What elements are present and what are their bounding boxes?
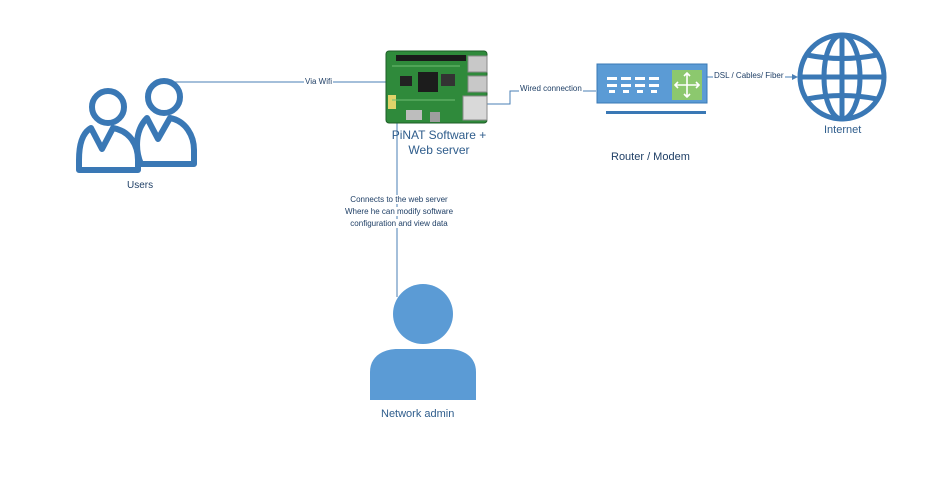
internet-label: Internet [824, 124, 862, 136]
arrowhead-internet [792, 74, 798, 80]
wired-connection-label: Wired connection [519, 84, 583, 93]
admin-person-icon [370, 284, 476, 400]
users-label: Users [127, 180, 154, 191]
router-icon [596, 63, 708, 114]
raspberry-pi-board-icon [385, 50, 488, 124]
pinat-label-line2: Web server [408, 143, 470, 157]
admin-label: Network admin [381, 408, 455, 420]
globe-icon [797, 32, 887, 122]
via-wifi-label: Via Wifi [304, 77, 333, 86]
admin-edge-line3: configuration and view data [329, 219, 469, 228]
router-label: Router / Modem [611, 151, 690, 163]
dsl-label: DSL / Cables/ Fiber [713, 71, 785, 80]
users-icon [76, 78, 197, 173]
router-ports [607, 77, 659, 93]
pinat-label-line1: PiNAT Software + [391, 128, 487, 142]
admin-edge-line1: Connects to the web server [329, 195, 469, 204]
admin-edge-line2: Where he can modify software [329, 207, 469, 216]
router-arrows-icon [673, 71, 701, 99]
